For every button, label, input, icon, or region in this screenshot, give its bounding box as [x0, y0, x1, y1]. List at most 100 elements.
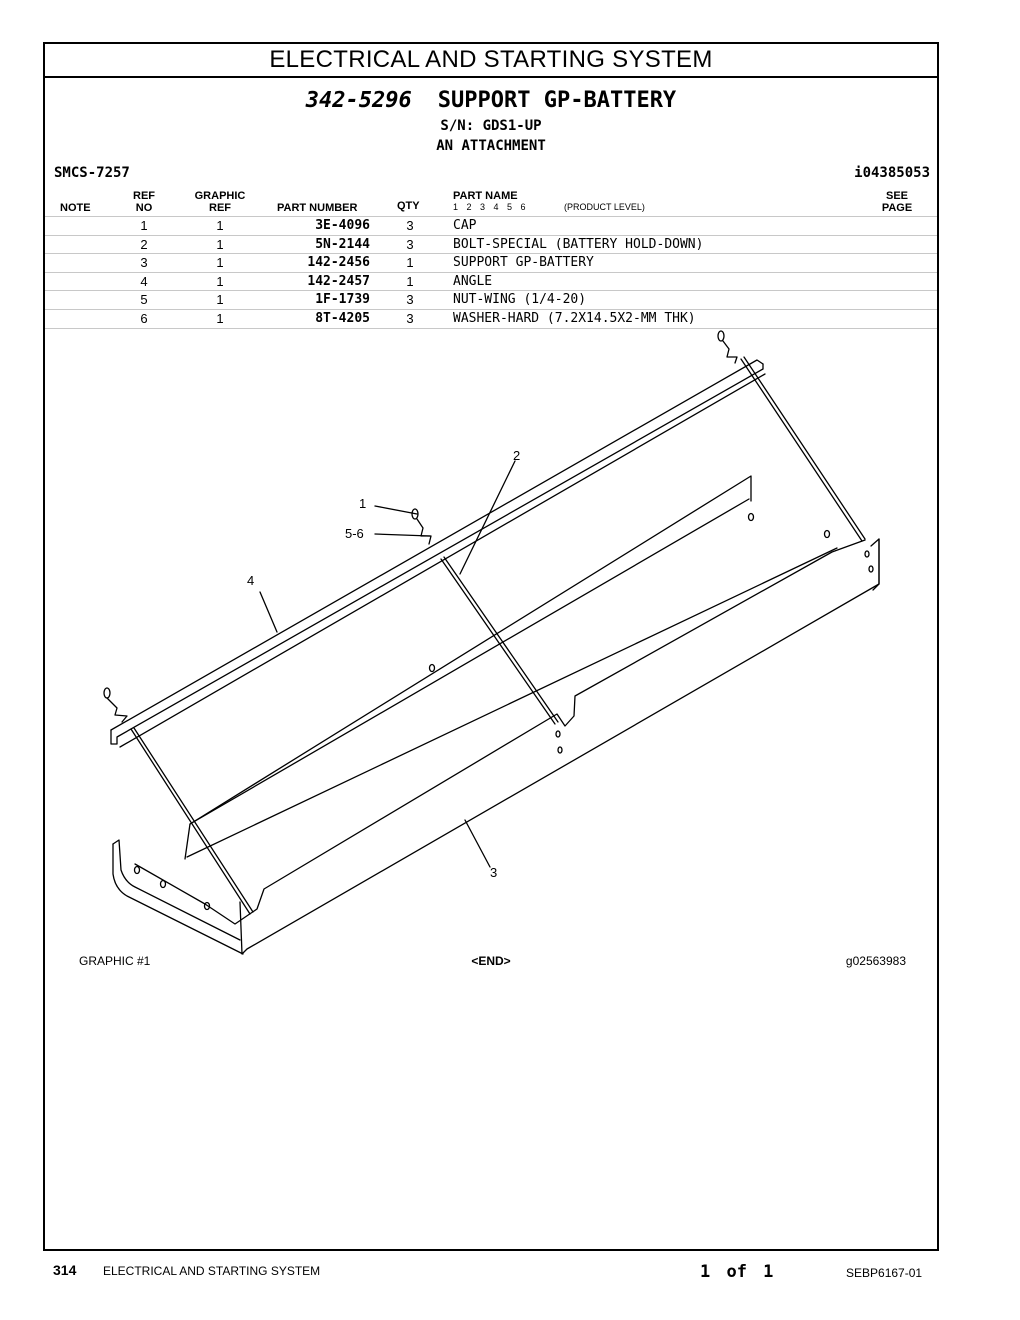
angle-top: [110, 359, 764, 731]
bolt-right-2: [743, 356, 866, 540]
cap-right: [717, 330, 738, 364]
part-number-cell: 8T-4205: [315, 310, 370, 326]
parts-illustration: 1 5-6 2 4 3: [103, 330, 880, 955]
tray-floor-back: [186, 547, 838, 858]
qty-cell: 3: [406, 292, 414, 308]
header-ref-no: REF NO: [127, 190, 161, 214]
graphic-label: GRAPHIC #1: [79, 954, 151, 968]
group-number: 342-5296: [305, 88, 412, 113]
qty-cell: 1: [406, 273, 414, 289]
hole: [868, 565, 874, 573]
header-graphic-line1: GRAPHIC: [194, 190, 246, 202]
graphic-ref-cell: 1: [216, 236, 224, 252]
table-row: 5 1 1F-1739 3 NUT-WING (1/4-20): [45, 290, 937, 309]
part-name-cell: ANGLE: [453, 273, 493, 289]
table-row: 1 1 3E-4096 3 CAP: [45, 216, 937, 235]
part-name-cell: SUPPORT GP-BATTERY: [453, 255, 594, 271]
page-of: 1 of 1: [700, 1262, 774, 1282]
bolt-right: [740, 358, 863, 542]
callout-4: 4: [247, 573, 254, 588]
hole: [555, 730, 561, 738]
end-marker: <END>: [471, 954, 511, 968]
header-see-line2: PAGE: [881, 202, 913, 214]
section-title: ELECTRICAL AND STARTING SYSTEM: [269, 46, 713, 73]
ref-no-cell: 5: [140, 292, 148, 308]
info-id: i04385053: [854, 165, 930, 181]
hole: [428, 663, 436, 673]
graphic-ref-cell: 1: [216, 310, 224, 326]
callout-3: 3: [490, 865, 497, 880]
ref-no-cell: 1: [140, 218, 148, 233]
ref-no-cell: 2: [140, 236, 148, 252]
header-ref-line2: NO: [135, 202, 153, 214]
table-row: 4 1 142-2457 1 ANGLE: [45, 271, 937, 291]
header-graphic-line2: REF: [209, 202, 231, 214]
leader-3: [464, 819, 491, 868]
tray-left-end-top: [112, 839, 241, 941]
part-name-cell: CAP: [453, 218, 477, 233]
part-number-cell: 5N-2144: [315, 236, 370, 252]
cap-left: [103, 687, 128, 723]
ref-no-cell: 3: [140, 255, 148, 271]
document-id: SEBP6167-01: [846, 1266, 923, 1280]
leader-56: [374, 533, 431, 537]
hole: [557, 746, 563, 754]
header-levels: 1 2 3 4 5 6: [453, 202, 526, 212]
bolt-left-2: [133, 727, 254, 913]
hole: [133, 865, 141, 875]
group-name: SUPPORT GP-BATTERY: [437, 88, 677, 113]
callout-5-6: 5-6: [345, 526, 364, 541]
leader-4: [259, 591, 278, 633]
hole: [823, 529, 831, 539]
qty-cell: 3: [406, 236, 414, 252]
graphic-ref-cell: 1: [216, 273, 224, 289]
header-ref-line1: REF: [133, 190, 155, 202]
bolt-mid: [440, 558, 556, 725]
header-part-number: PART NUMBER: [277, 202, 358, 214]
qty-cell: 3: [406, 310, 414, 326]
hole: [159, 879, 167, 889]
graphic-id: g02563983: [845, 954, 906, 968]
part-number-cell: 142-2457: [307, 273, 370, 289]
qty-cell: 1: [406, 255, 414, 271]
tray-right-end: [870, 538, 880, 591]
hole: [864, 550, 870, 558]
leader-2: [459, 460, 516, 575]
qty-cell: 3: [406, 218, 414, 233]
header-qty: QTY: [397, 200, 420, 212]
serial-number: S/N: GDS1-UP: [440, 118, 542, 134]
part-number-cell: 142-2456: [307, 255, 370, 271]
footer-section: ELECTRICAL AND STARTING SYSTEM: [103, 1264, 321, 1278]
header-part-name: PART NAME: [453, 190, 518, 202]
leader-1: [374, 505, 418, 515]
part-number-cell: 1F-1739: [315, 292, 370, 308]
title-bar: ELECTRICAL AND STARTING SYSTEM: [45, 44, 937, 78]
hole: [747, 512, 755, 522]
header-see-page: SEE PAGE: [877, 190, 917, 214]
tray-back-wall: [184, 475, 752, 860]
header-see-line1: SEE: [885, 190, 908, 202]
table-row: 2 1 5N-2144 3 BOLT-SPECIAL (BATTERY HOLD-DOW…: [45, 234, 937, 254]
tray-far-edge: [189, 498, 750, 825]
part-number-cell: 3E-4096: [315, 218, 370, 233]
attachment-label: AN ATTACHMENT: [436, 138, 546, 154]
group-heading: 342-5296 SUPPORT GP-BATTERY: [45, 88, 937, 113]
bolt-left: [130, 728, 251, 915]
part-name-cell: BOLT-SPECIAL (BATTERY HOLD-DOWN): [453, 236, 704, 252]
callout-1: 1: [359, 496, 366, 511]
ref-no-cell: 6: [140, 310, 148, 326]
page-footer: 314 ELECTRICAL AND STARTING SYSTEM 1 of …: [0, 1262, 1020, 1282]
ref-no-cell: 4: [140, 273, 148, 289]
smcs-code: SMCS-7257: [54, 165, 130, 181]
header-graphic-ref: GRAPHIC REF: [190, 190, 250, 214]
angle-front: [110, 363, 764, 745]
tray-floor-front: [134, 539, 866, 925]
graphic-ref-cell: 1: [216, 218, 224, 233]
tray-left-end: [112, 843, 244, 955]
part-name-cell: NUT-WING (1/4-20): [453, 292, 587, 308]
bolt-mid-2: [443, 556, 559, 723]
graphic-ref-cell: 1: [216, 292, 224, 308]
